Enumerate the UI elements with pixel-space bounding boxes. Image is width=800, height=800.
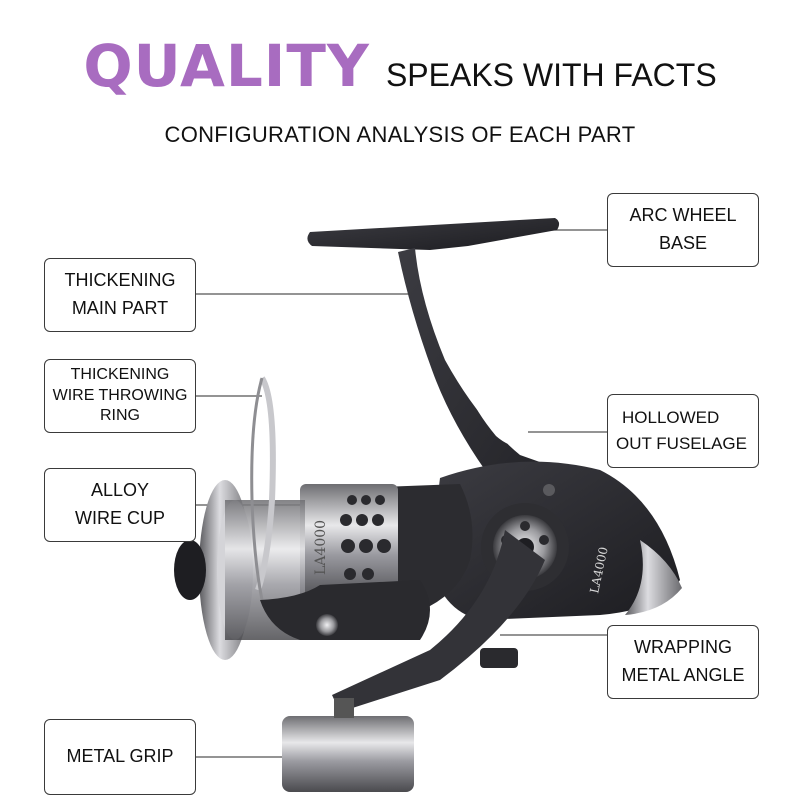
headline: QUALITY SPEAKS WITH FACTS: [0, 32, 800, 100]
callout-line: METAL ANGLE: [621, 665, 745, 685]
callout-line: BASE: [658, 233, 708, 253]
callout-line: METAL GRIP: [66, 746, 174, 767]
callout-line: THICKENING: [64, 270, 176, 291]
handle-base: [480, 648, 518, 668]
rotor-arm: [260, 580, 430, 640]
wire-throwing-ring: [255, 376, 276, 591]
callout-wire-throwing-ring: THICKENING WIRE THROWING RING: [44, 359, 196, 433]
callout-line: WRAPPING: [633, 637, 732, 658]
hollow-slot: [466, 380, 528, 447]
line-roller: [316, 614, 338, 636]
spool-model-label: LA4000: [313, 520, 329, 575]
callout-line: HOLLOWED: [622, 407, 720, 427]
headline-accent: QUALITY: [83, 32, 370, 100]
page-subtitle: CONFIGURATION ANALYSIS OF EACH PART: [164, 122, 636, 147]
wrapping-metal-angle: [625, 540, 682, 615]
callout-metal-grip: METAL GRIP: [44, 719, 196, 795]
handle-arm: [332, 530, 545, 712]
callout-line: OUT FUSELAGE: [616, 434, 747, 453]
callout-thickening-main-part: THICKENING MAIN PART: [44, 258, 196, 332]
metal-grip: [282, 716, 414, 792]
callout-alloy-wire-cup: ALLOY WIRE CUP: [44, 468, 196, 542]
reel-foot: [307, 218, 560, 250]
callout-line: WIRE CUP: [75, 508, 165, 528]
callout-line: ARC WHEEL: [629, 205, 737, 226]
body-screw: [543, 484, 555, 496]
callout-line: RING: [100, 407, 140, 425]
callout-wrapping-metal-angle: WRAPPING METAL ANGLE: [607, 625, 759, 699]
callout-arc-wheel-base: ARC WHEEL BASE: [607, 193, 759, 267]
spool-holes: [340, 495, 391, 580]
callout-hollowed-fuselage: HOLLOWED OUT FUSELAGE: [607, 394, 759, 468]
callout-line: THICKENING: [70, 365, 170, 383]
callout-line: WIRE THROWING: [52, 386, 188, 404]
callout-line: MAIN PART: [71, 298, 169, 318]
callout-line: ALLOY: [90, 480, 150, 501]
drag-knob: [174, 540, 206, 600]
headline-rest: SPEAKS WITH FACTS: [385, 57, 717, 93]
